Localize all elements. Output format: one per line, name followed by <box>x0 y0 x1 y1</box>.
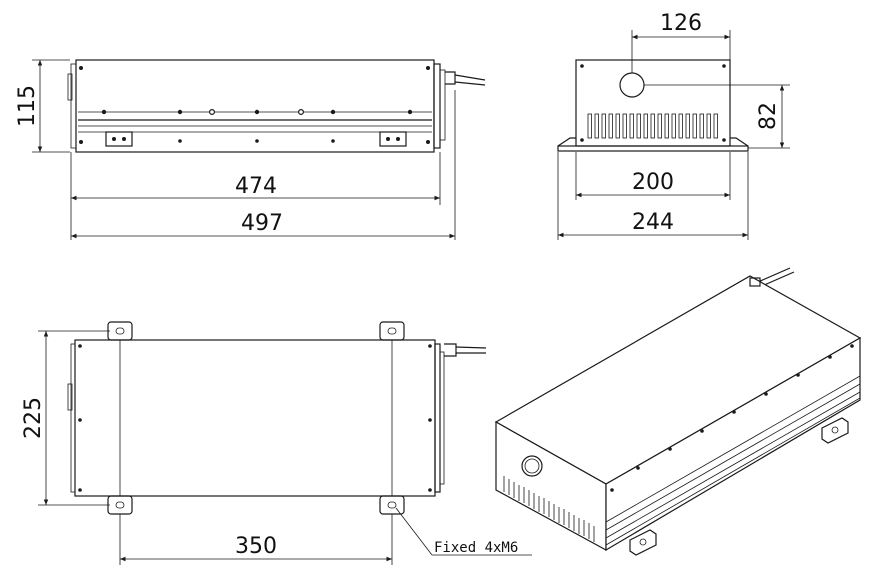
dim-126-label: 126 <box>660 11 702 36</box>
dim-end-flange-width: 244 <box>557 152 749 240</box>
mounting-note: Fixed 4xM6 <box>395 507 532 556</box>
dim-end-hole-height: 82 <box>644 84 790 149</box>
end-vents <box>587 113 718 139</box>
top-view <box>67 321 487 515</box>
dim-top-width: 225 <box>21 330 110 506</box>
dim-top-mount-spacing: 350 <box>119 514 393 565</box>
iso-vents <box>503 476 595 542</box>
dim-82-label: 82 <box>756 102 781 130</box>
dim-474-label: 474 <box>235 174 277 199</box>
dim-244-label: 244 <box>632 210 674 235</box>
dim-end-body-width: 200 <box>575 152 731 200</box>
isometric-view <box>494 267 862 556</box>
dim-497-label: 497 <box>241 211 283 236</box>
mounting-note-label: Fixed 4xM6 <box>434 540 518 556</box>
dim-side-overall-length: 497 <box>71 90 456 240</box>
dim-225-label: 225 <box>21 397 46 439</box>
dim-350-label: 350 <box>235 534 277 559</box>
dim-end-hole-offset: 126 <box>631 11 731 73</box>
dim-side-inner-length: 474 <box>70 152 441 240</box>
dim-side-height: 115 <box>15 59 70 153</box>
dim-200-label: 200 <box>632 170 674 195</box>
side-view <box>67 59 486 153</box>
dim-115-label: 115 <box>15 85 40 127</box>
end-view <box>557 59 749 152</box>
